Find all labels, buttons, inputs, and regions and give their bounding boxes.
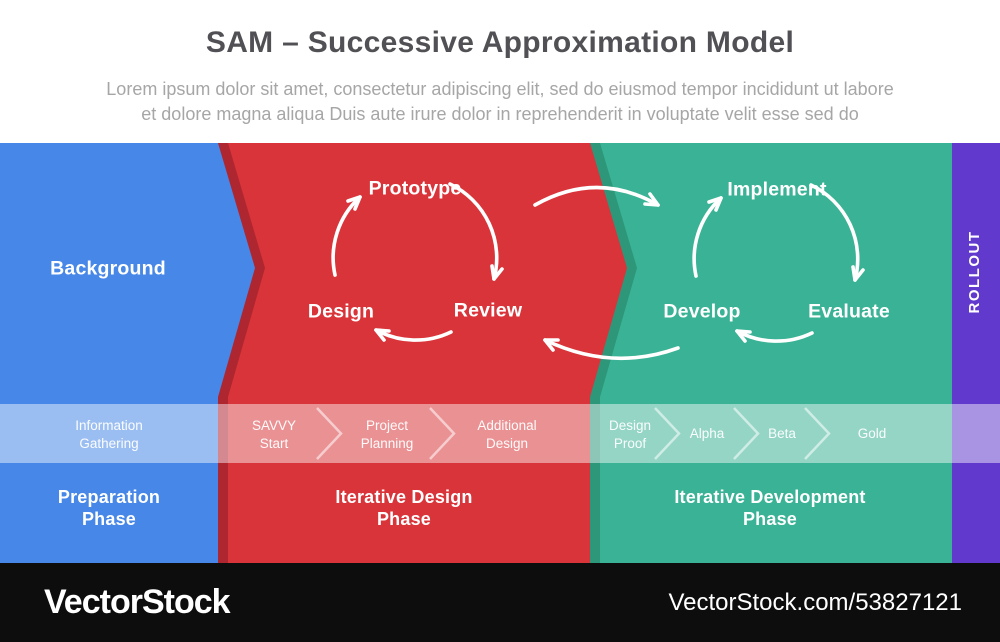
step-gold: Gold xyxy=(857,425,887,441)
arrow-down-icon xyxy=(490,264,504,281)
subtitle-line-1: Lorem ipsum dolor sit amet, consectetur … xyxy=(106,79,894,99)
arrow-left-icon xyxy=(374,328,391,342)
design-cycle-arc-left xyxy=(331,195,362,277)
page-subtitle: Lorem ipsum dolor sit amet, consectetur … xyxy=(0,77,1000,126)
chevron-right-icon xyxy=(316,407,343,460)
design-cycle-arc-right xyxy=(448,182,499,281)
link-arc-design-to-development xyxy=(533,185,660,207)
step-alpha: Alpha xyxy=(689,425,725,441)
arrow-right-icon xyxy=(643,192,660,207)
implement-label: Implement xyxy=(727,178,827,201)
arrow-up-icon xyxy=(707,196,723,212)
phase-label-iterative-development: Iterative Development Phase xyxy=(674,487,866,529)
rollout-bar xyxy=(952,143,1000,563)
step-savvy-start: SAVVY Start xyxy=(251,418,297,451)
step-project-planning: Project Planning xyxy=(360,418,414,451)
step-additional-design: Additional Design xyxy=(477,418,537,451)
brand-logo: VectorStock xyxy=(44,583,231,621)
development-cycle-arc-right xyxy=(809,183,860,282)
development-cycle-arc-bottom xyxy=(735,329,814,343)
phase-label-preparation: Preparation Phase xyxy=(57,487,161,529)
step-information-gathering: Information Gathering xyxy=(75,418,143,451)
development-cycle-arc-left xyxy=(692,196,723,278)
prototype-label: Prototype xyxy=(368,177,462,200)
step-design-proof: Design Proof xyxy=(608,418,652,451)
chevron-right-icon xyxy=(733,407,760,460)
step-beta: Beta xyxy=(768,425,796,441)
phase-label-iterative-design: Iterative Design Phase xyxy=(335,487,473,529)
chevron-right-icon xyxy=(804,407,831,460)
link-arc-development-to-design xyxy=(543,338,680,361)
page-title: SAM – Successive Approximation Model xyxy=(205,26,795,59)
review-label: Review xyxy=(453,299,523,322)
footer-bar: VectorStock VectorStock.com/53827121 xyxy=(0,563,1000,642)
design-label: Design xyxy=(307,300,375,323)
subtitle-line-2: et dolore magna aliqua Duis aute irure d… xyxy=(141,103,859,124)
background-label: Background xyxy=(50,257,166,280)
design-cycle-arc-bottom xyxy=(374,328,453,342)
chevron-right-icon xyxy=(429,407,456,460)
arrow-left-icon xyxy=(735,329,752,343)
arrow-down-icon xyxy=(851,265,865,282)
watermark-id: VectorStock.com/53827121 xyxy=(668,588,962,616)
develop-label: Develop xyxy=(663,300,741,323)
rollout-label: ROLLOUT xyxy=(966,230,983,314)
process-step-band xyxy=(0,404,1000,463)
evaluate-label: Evaluate xyxy=(808,300,890,323)
arrow-left-icon xyxy=(543,338,560,352)
arrow-up-icon xyxy=(346,195,362,211)
chevron-right-icon xyxy=(654,407,681,460)
section-preparation-shape xyxy=(0,143,255,563)
